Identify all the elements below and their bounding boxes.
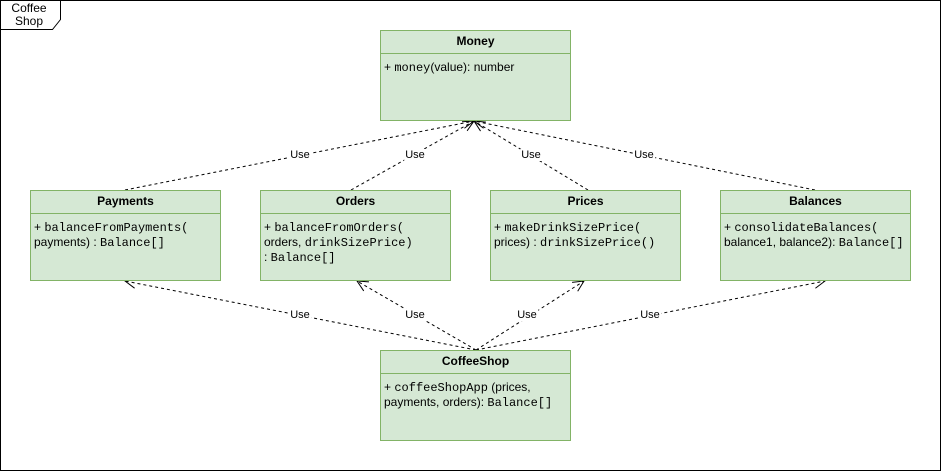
member-return-type: drinkSizePrice() xyxy=(540,236,656,250)
edge-label-use: Use xyxy=(520,149,542,161)
member-visibility: + xyxy=(384,60,395,74)
edge-label-use: Use xyxy=(633,149,655,161)
edge-label-use: Use xyxy=(289,309,311,321)
member-signature: (value): number xyxy=(430,60,515,74)
member-line-3: : Balance[] xyxy=(264,250,447,265)
edge-label-use: Use xyxy=(289,149,311,161)
member-line-1: + balanceFromOrders( xyxy=(264,220,447,235)
package-label-tab xyxy=(0,0,61,30)
member-line-2: balance1, balance2): Balance[] xyxy=(724,235,907,250)
class-orders-members: + balanceFromOrders( orders, drinkSizePr… xyxy=(261,214,450,265)
member-visibility: + xyxy=(34,220,45,234)
member-params: orders, xyxy=(264,235,305,249)
member-name: balanceFromOrders( xyxy=(274,221,404,235)
dependency-line-coffeeshop-to-balances xyxy=(475,280,826,351)
member-line-1: + coffeeShopApp (prices, xyxy=(384,380,567,395)
member-visibility: + xyxy=(494,220,505,234)
class-balances-name: Balances xyxy=(721,191,910,214)
member-return-type: Balance[] xyxy=(100,236,165,250)
member-line-2: payments, orders): Balance[] xyxy=(384,395,567,410)
member-line-1: + balanceFromPayments( xyxy=(34,220,217,235)
edge-label-use: Use xyxy=(516,309,538,321)
member-line-2: orders, drinkSizePrice) xyxy=(264,235,447,250)
class-payments[interactable]: Payments + balanceFromPayments( payments… xyxy=(30,190,221,281)
class-money-member: + money(value): number xyxy=(384,60,567,75)
member-return-type: Balance[] xyxy=(270,251,336,265)
package-label-line-1: Coffee xyxy=(11,1,47,15)
member-name: money xyxy=(394,61,431,75)
member-return-type: Balance[] xyxy=(487,396,553,410)
member-params: (prices, xyxy=(487,380,531,394)
member-params-cont: payments, orders): xyxy=(384,395,488,409)
member-name: balanceFromPayments( xyxy=(44,221,189,235)
member-name: makeDrinkSizePrice( xyxy=(504,221,642,235)
class-balances-members: + consolidateBalances( balance1, balance… xyxy=(721,214,910,250)
member-separator: : xyxy=(264,250,271,264)
member-visibility: + xyxy=(264,220,275,234)
member-params: payments) : xyxy=(34,235,101,249)
class-prices-members: + makeDrinkSizePrice( prices) : drinkSiz… xyxy=(491,214,680,250)
member-line-2: prices) : drinkSizePrice() xyxy=(494,235,677,250)
package-frame-label: Coffee Shop xyxy=(0,0,62,36)
class-orders[interactable]: Orders + balanceFromOrders( orders, drin… xyxy=(260,190,451,281)
member-params: balance1, balance2): xyxy=(724,235,839,249)
package-label-line-2: Shop xyxy=(14,14,44,28)
class-coffeeshop-members: + coffeeShopApp (prices, payments, order… xyxy=(381,374,570,410)
member-visibility: + xyxy=(724,220,735,234)
member-params: prices) : xyxy=(494,235,541,249)
class-money-members: + money(value): number xyxy=(381,54,570,75)
member-visibility: + xyxy=(384,380,395,394)
edge-label-use: Use xyxy=(639,309,661,321)
edge-label-use: Use xyxy=(404,149,426,161)
class-money[interactable]: Money + money(value): number xyxy=(380,30,571,121)
class-prices[interactable]: Prices + makeDrinkSizePrice( prices) : d… xyxy=(490,190,681,281)
class-coffeeshop-name: CoffeeShop xyxy=(381,351,570,374)
open-arrowhead-icon xyxy=(572,280,585,292)
class-balances[interactable]: Balances + consolidateBalances( balance1… xyxy=(720,190,911,281)
member-line-2: payments) : Balance[] xyxy=(34,235,217,250)
class-payments-members: + balanceFromPayments( payments) : Balan… xyxy=(31,214,220,250)
member-line-1: + consolidateBalances( xyxy=(724,220,907,235)
dependency-line-balances-to-money xyxy=(473,120,816,191)
dependency-line-payments-to-money xyxy=(124,120,475,191)
edge-label-use: Use xyxy=(404,309,426,321)
package-label-text: Coffee Shop xyxy=(0,2,58,28)
member-param-code: drinkSizePrice) xyxy=(304,236,413,250)
member-name: coffeeShopApp xyxy=(394,381,488,395)
class-prices-name: Prices xyxy=(491,191,680,214)
class-money-name: Money xyxy=(381,31,570,54)
member-name: consolidateBalances( xyxy=(734,221,879,235)
member-line-1: + makeDrinkSizePrice( xyxy=(494,220,677,235)
class-payments-name: Payments xyxy=(31,191,220,214)
member-return-type: Balance[] xyxy=(838,236,904,250)
class-coffeeshop[interactable]: CoffeeShop + coffeeShopApp (prices, paym… xyxy=(380,350,571,441)
class-orders-name: Orders xyxy=(261,191,450,214)
open-arrowhead-icon xyxy=(356,280,370,292)
